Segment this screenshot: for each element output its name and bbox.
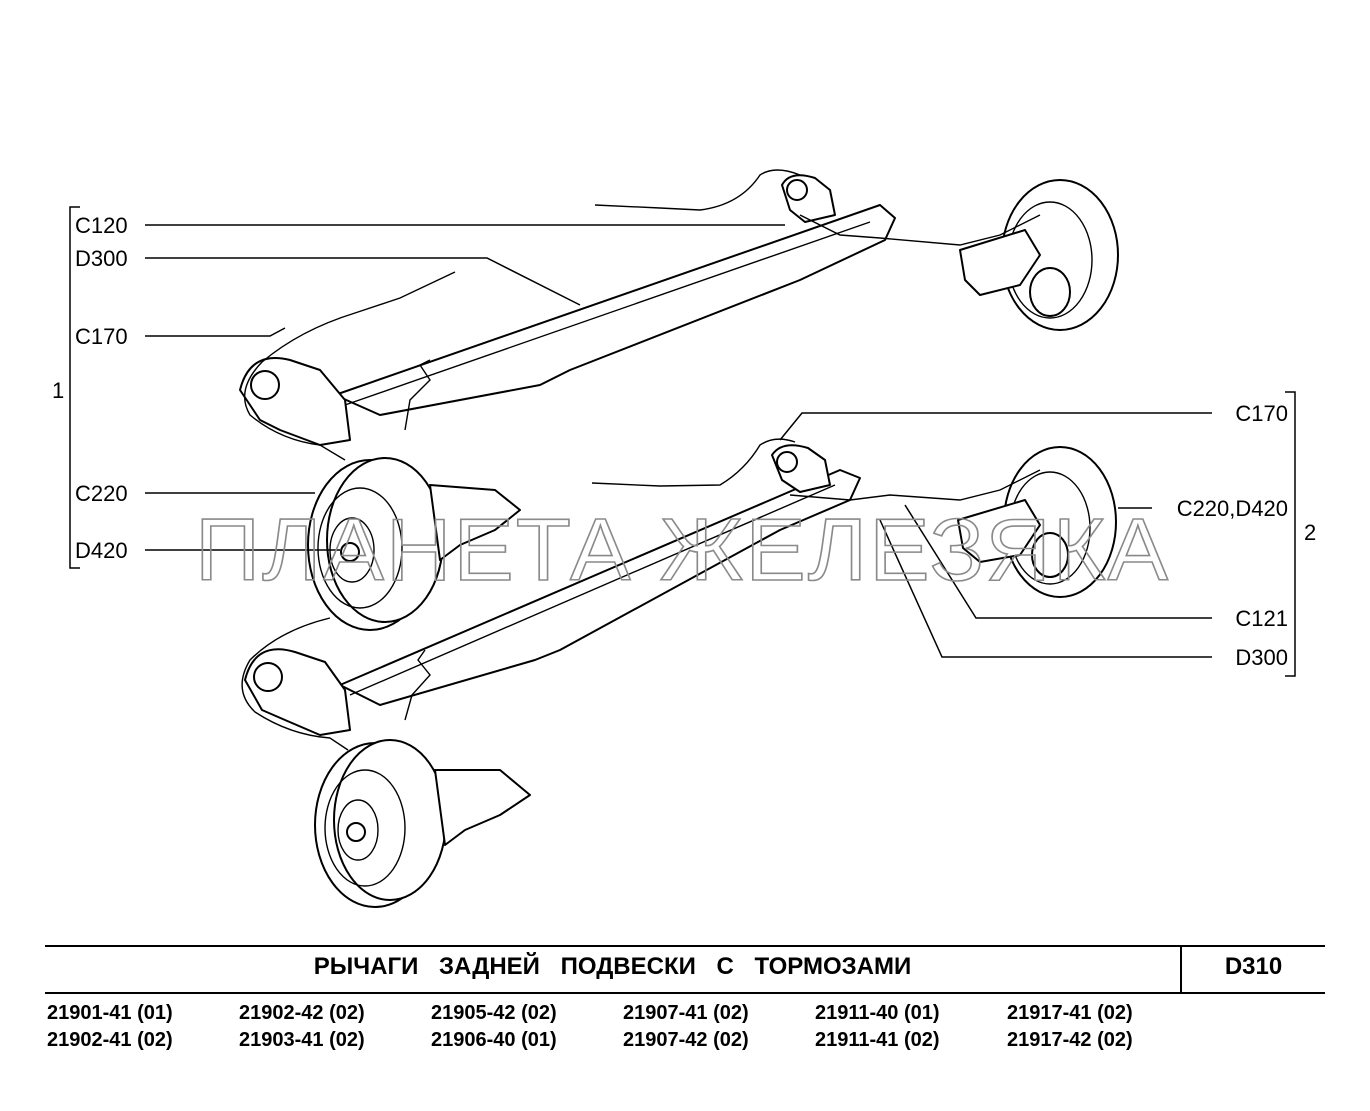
assembly-2-drawing — [241, 438, 1117, 908]
leader-lines — [69, 206, 1296, 677]
title-block-bottom-rule — [45, 992, 1325, 994]
group-2-number: 2 — [1304, 520, 1316, 545]
assembly-1-drawing — [239, 169, 1119, 631]
label-c170-group-1: C170 — [75, 324, 128, 349]
model-item: 21907-41 (02) — [623, 1002, 749, 1024]
model-item: 21911-40 (01) — [815, 1002, 940, 1024]
model-item: 21901-41 (01) — [47, 1002, 173, 1024]
model-item: 21917-42 (02) — [1007, 1029, 1133, 1051]
model-item: 21911-41 (02) — [815, 1029, 940, 1051]
label-c120: C120 — [75, 213, 128, 238]
model-item: 21902-41 (02) — [47, 1029, 173, 1051]
model-item: 21905-42 (02) — [431, 1002, 557, 1024]
label-c121: C121 — [1235, 606, 1288, 631]
label-d420-group-1: D420 — [75, 538, 128, 563]
model-item: 21903-41 (02) — [239, 1029, 365, 1051]
model-list: 21901-41 (01) 21902-42 (02) 21905-42 (02… — [47, 1002, 1197, 1052]
model-item: 21917-41 (02) — [1007, 1002, 1133, 1024]
label-c170-group-2: C170 — [1235, 401, 1288, 426]
watermark-text: ПЛАНЕТА ЖЕЛЕЗЯКА — [195, 500, 1170, 599]
label-c220-d420-group-2: C220,D420 — [1177, 496, 1288, 521]
suspension-diagram: ПЛАНЕТА ЖЕЛЕЗЯКА 1 C120 D300 C170 C220 D… — [52, 169, 1316, 908]
label-c220-group-1: C220 — [75, 481, 128, 506]
label-d300-group-2: D300 — [1235, 645, 1288, 670]
label-d300-group-1: D300 — [75, 246, 128, 271]
model-item: 21902-42 (02) — [239, 1002, 365, 1024]
page-code: D310 — [1224, 953, 1283, 980]
title-block-top-rule — [45, 945, 1325, 947]
page-title: РЫЧАГИ ЗАДНЕЙ ПОДВЕСКИ С ТОРМОЗАМИ — [313, 953, 912, 980]
group-1-number: 1 — [52, 378, 64, 403]
model-item: 21906-40 (01) — [431, 1029, 557, 1051]
title-block-divider — [1180, 946, 1182, 992]
model-item: 21907-42 (02) — [623, 1029, 749, 1051]
